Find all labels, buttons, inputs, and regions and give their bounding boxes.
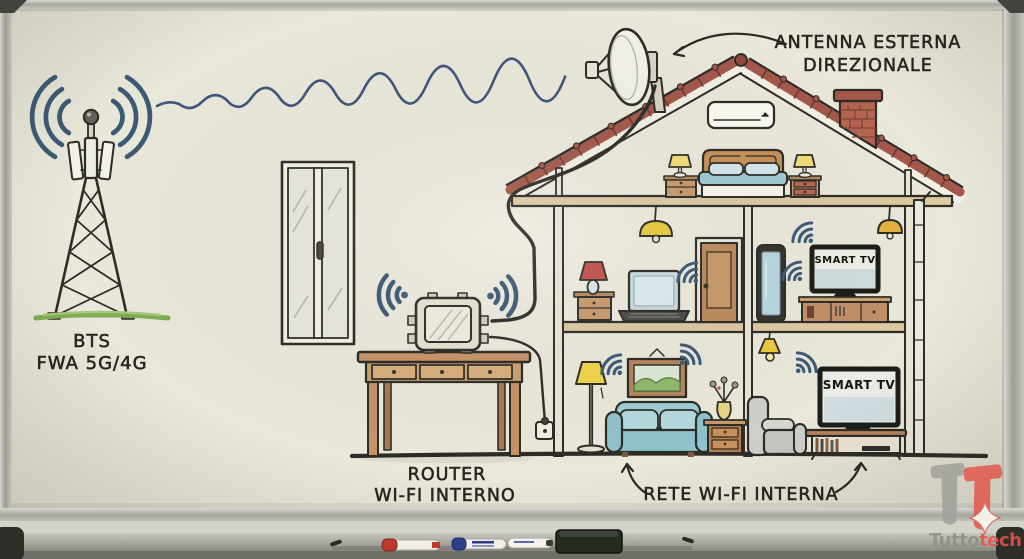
middle-floor-beam xyxy=(556,320,916,334)
smart-tv-label: SMART TV xyxy=(823,378,896,392)
logo-text-red: tech xyxy=(979,530,1021,551)
blue-marker-icon xyxy=(451,537,507,551)
frame-corner-cap xyxy=(0,0,27,13)
window-icon xyxy=(280,160,356,346)
sofa-icon xyxy=(604,400,714,457)
logo-sparkle-icon xyxy=(968,501,1002,535)
double-bed-icon xyxy=(698,148,788,198)
roof-ridge-cap xyxy=(734,53,748,67)
door-icon xyxy=(694,236,744,324)
frame-corner-cap xyxy=(0,527,24,559)
frame-corner-cap xyxy=(996,527,1024,559)
bts-label-line2: FWA 5G/4G xyxy=(36,353,147,374)
tv-console-icon xyxy=(798,296,892,323)
right-wall xyxy=(904,205,915,457)
internal-network-label: RETE WI-FI INTERNA xyxy=(643,485,838,505)
router-label-line1: ROUTER xyxy=(408,465,487,485)
bts-label-line1: BTS xyxy=(73,331,111,352)
pen-tip xyxy=(682,536,694,544)
wifi-router-icon xyxy=(407,292,489,354)
eraser-icon xyxy=(555,529,623,554)
striped-marker-icon xyxy=(507,537,553,549)
side-table-icon xyxy=(703,419,747,454)
window-handle xyxy=(316,241,324,260)
pen-tip xyxy=(330,539,342,547)
antenna-label-line1: ANTENNA ESTERNA xyxy=(775,33,962,53)
nightstand-icon xyxy=(573,291,615,321)
left-wall xyxy=(553,205,564,457)
logo-gray-t-icon xyxy=(930,462,965,525)
nightstand-icon xyxy=(663,175,699,198)
marker-tray xyxy=(0,521,1024,533)
logo-wordmark: Tuttotech xyxy=(929,530,1022,551)
air-conditioner-icon xyxy=(706,100,776,130)
nightstand-icon xyxy=(788,175,822,198)
smart-tv-label: SMART TV xyxy=(814,255,875,266)
antenna-label-line2: DIREZIONALE xyxy=(803,56,933,76)
red-marker-icon xyxy=(381,538,441,552)
frame-corner-cap xyxy=(997,0,1024,13)
logo-text-gray: Tutto xyxy=(929,530,979,551)
smartphone-icon xyxy=(756,244,786,323)
tuttotech-logo: Tuttotech xyxy=(929,462,1022,551)
